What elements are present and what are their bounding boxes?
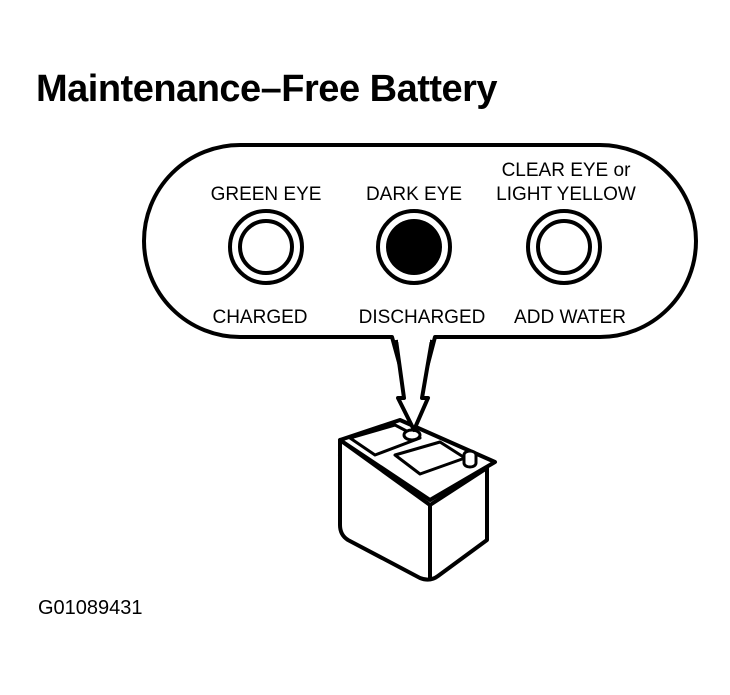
clear-eye-label-line1: CLEAR EYE or <box>502 160 631 181</box>
green-eye-label: GREEN EYE <box>211 184 322 205</box>
battery-icon <box>338 418 497 582</box>
add-water-label: ADD WATER <box>514 307 626 328</box>
charged-label: CHARGED <box>212 307 307 328</box>
diagram-title: Maintenance–Free Battery <box>36 68 498 110</box>
dark-eye-label: DARK EYE <box>366 184 462 205</box>
clear-eye-label-line2: LIGHT YELLOW <box>496 184 636 205</box>
pointer-arrow <box>394 339 434 432</box>
dark-eye-icon <box>376 209 452 285</box>
discharged-label: DISCHARGED <box>359 307 486 328</box>
clear-eye-icon <box>526 209 602 285</box>
green-eye-icon <box>228 209 304 285</box>
figure-id: G01089431 <box>38 597 143 619</box>
